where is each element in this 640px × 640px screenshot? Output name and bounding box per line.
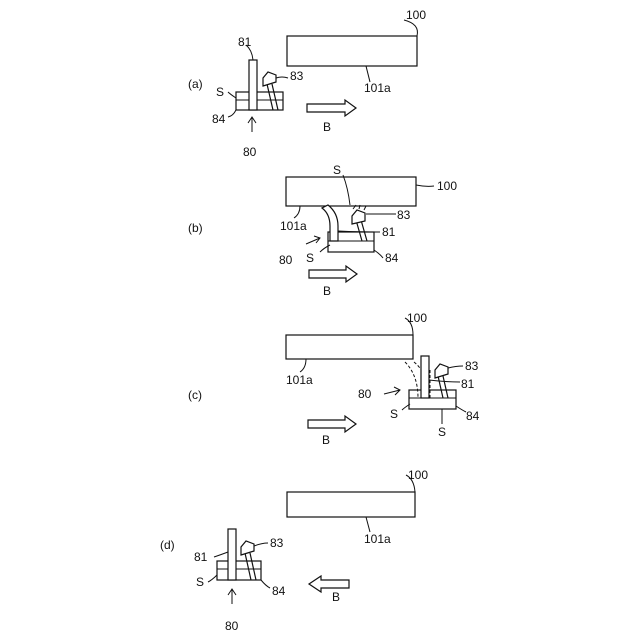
tag-83-d: 83 — [270, 536, 284, 550]
panel-label-b: (b) — [188, 221, 203, 235]
unit-80-c — [405, 356, 456, 409]
workpiece-100-c — [286, 335, 413, 359]
leader-101a-a — [366, 66, 370, 82]
arrow-b-a — [307, 100, 356, 116]
pointer-80-c — [384, 387, 400, 395]
tag-S-c: S — [390, 407, 398, 421]
panel-label-c: (c) — [188, 388, 202, 402]
tag-100-a: 100 — [406, 8, 426, 22]
panel-b: (b) 100 101a S 83 81 84 80 S B — [188, 163, 457, 298]
nozzle-83-b — [352, 210, 365, 224]
tag-B-d: B — [332, 590, 340, 604]
panel-d: (d) 100 101a 83 81 S 84 80 B — [160, 468, 428, 633]
arrow-b-c — [308, 416, 356, 432]
nozzle-83-c — [435, 364, 448, 378]
unit-80-a — [236, 60, 283, 110]
workpiece-100-a — [287, 36, 417, 66]
tag-S-a: S — [216, 85, 224, 99]
tag-84-b: 84 — [385, 251, 399, 265]
arrow-b-b — [309, 266, 357, 282]
tag-81-b: 81 — [382, 225, 396, 239]
panel-label-a: (a) — [188, 77, 203, 91]
tag-80-d: 80 — [225, 619, 239, 633]
tag-84-a: 84 — [212, 112, 226, 126]
block-84-c — [409, 390, 456, 409]
tag-S-low-c: S — [438, 425, 446, 439]
tag-83-a: 83 — [290, 69, 304, 83]
arrow-b-d — [309, 576, 349, 592]
tag-101a-b: 101a — [280, 219, 307, 233]
tag-B-b: B — [323, 284, 331, 298]
workpiece-100-d — [287, 492, 415, 517]
post-81-c — [421, 356, 429, 398]
leader-100-a — [404, 20, 417, 36]
workpiece-100-b — [286, 177, 416, 206]
post-81-a — [249, 60, 257, 110]
tag-80-c: 80 — [358, 387, 372, 401]
tag-B-a: B — [323, 120, 331, 134]
unit-80-d — [217, 529, 261, 580]
tag-81-a: 81 — [238, 35, 252, 49]
tag-S-top-b: S — [333, 163, 341, 177]
panel-label-d: (d) — [160, 538, 175, 552]
tag-81-d: 81 — [194, 550, 208, 564]
post-81-b — [322, 205, 338, 241]
tag-101a-d: 101a — [364, 532, 391, 546]
pointer-80-d — [228, 589, 236, 604]
pointer-80-a — [248, 117, 256, 132]
tag-80-a: 80 — [243, 145, 257, 159]
tag-101a-c: 101a — [286, 373, 313, 387]
nozzle-83-d — [241, 541, 254, 555]
tag-83-b: 83 — [397, 208, 411, 222]
nozzle-83-a — [263, 72, 276, 86]
tag-S-b: S — [306, 251, 314, 265]
tag-100-c: 100 — [407, 311, 427, 325]
tag-S-d: S — [196, 575, 204, 589]
tag-80-b: 80 — [279, 253, 293, 267]
panel-a: (a) 100 101a 81 83 S 84 80 B — [188, 8, 426, 159]
tag-B-c: B — [322, 433, 330, 447]
tag-84-d: 84 — [272, 584, 286, 598]
tag-100-d: 100 — [408, 468, 428, 482]
pointer-80-b — [306, 236, 320, 244]
tag-83-c: 83 — [465, 359, 479, 373]
tag-101a-a: 101a — [364, 81, 391, 95]
panel-c: (c) 100 101a 83 81 84 80 S S B — [188, 311, 480, 447]
tag-100-b: 100 — [437, 179, 457, 193]
post-81-d — [228, 529, 236, 580]
tag-84-c: 84 — [466, 409, 480, 423]
tag-81-c: 81 — [461, 377, 475, 391]
